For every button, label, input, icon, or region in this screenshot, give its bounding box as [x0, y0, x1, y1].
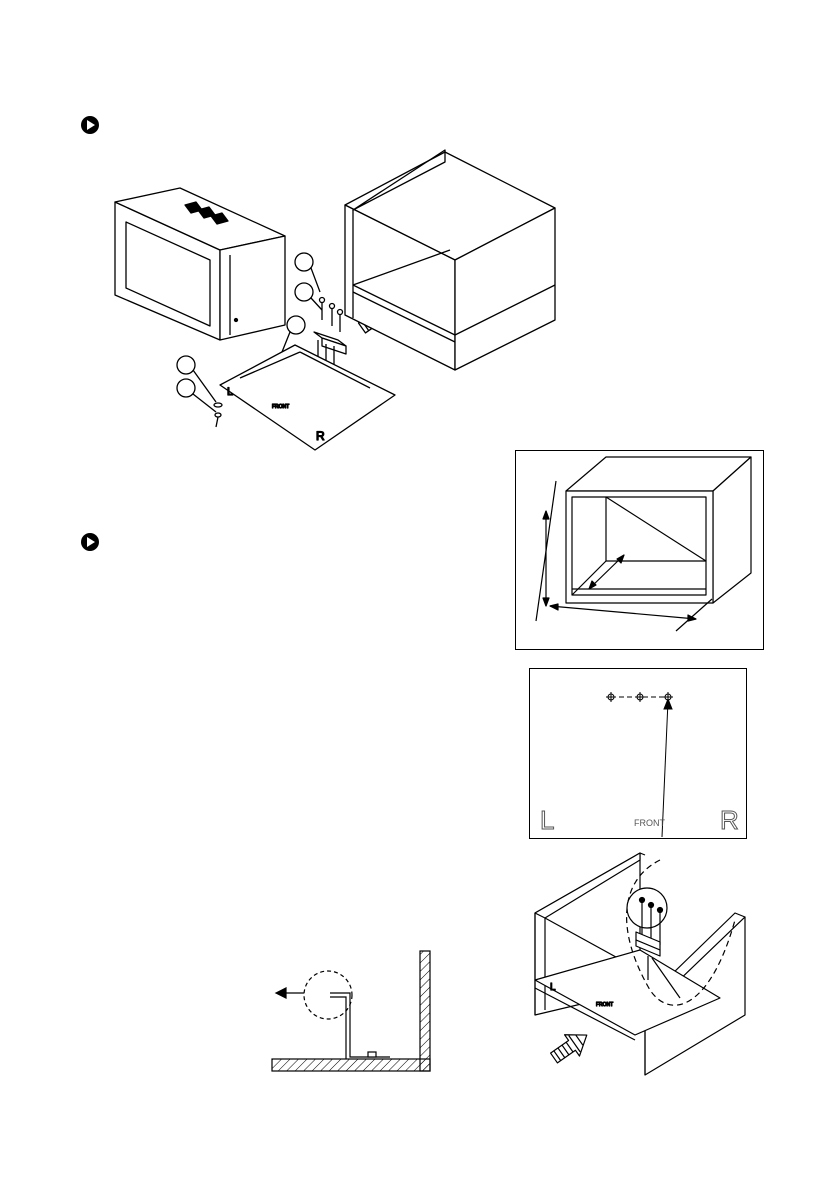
play-circle-icon	[80, 115, 100, 135]
template-left-mark: L	[227, 386, 233, 398]
play-circle-icon	[80, 532, 100, 552]
direction-arrow-icon	[276, 988, 286, 998]
template-right-mark: R	[316, 429, 325, 443]
exploded-view-figure: L FRONT R	[100, 140, 570, 460]
template-front-mark: FRONT	[272, 404, 289, 410]
template-hole-figure: L FRONT R	[529, 668, 747, 839]
detail-callout	[304, 971, 352, 1019]
cabinet	[345, 150, 555, 370]
hatched-arrow-icon	[547, 1024, 595, 1068]
cabinet-wall	[420, 951, 430, 1071]
installed-front-mark: FRONT	[596, 1002, 613, 1008]
template-right-label: R	[720, 805, 739, 835]
cabinet-floor	[272, 1059, 430, 1071]
leader-line	[662, 701, 668, 837]
cabinet-dimension-figure	[515, 450, 764, 650]
template-left-label: L	[540, 805, 554, 835]
installed-left-mark: L	[550, 982, 556, 993]
template-front-label: FRONT	[634, 818, 665, 828]
bracket-profile	[330, 993, 390, 1059]
template-sheet: L FRONT R	[220, 345, 395, 450]
installation-view-figure: L FRONT	[520, 850, 760, 1080]
monitor-unit	[115, 188, 285, 340]
bracket-section-detail	[268, 945, 438, 1075]
